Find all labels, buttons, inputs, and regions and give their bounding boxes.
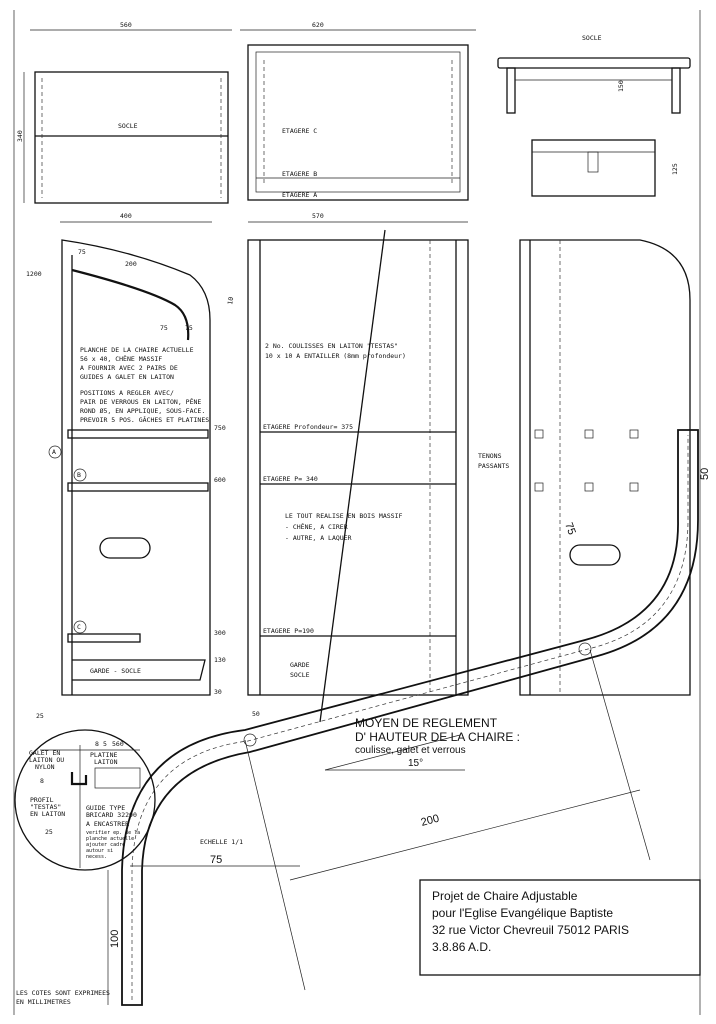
note-material: LE TOUT REALISE EN BOIS MASSIF bbox=[285, 512, 402, 520]
title-line-2: pour l'Eglise Evangélique Baptiste bbox=[432, 906, 613, 920]
svg-text:D' HAUTEUR DE LA CHAIRE :: D' HAUTEUR DE LA CHAIRE : bbox=[355, 730, 520, 744]
level-600: 600 bbox=[214, 476, 226, 484]
mechanism-title: MOYEN DE REGLEMENT bbox=[355, 716, 498, 730]
scale-label: ECHELLE 1/1 bbox=[200, 838, 243, 846]
svg-text:BRICARD 32200: BRICARD 32200 bbox=[86, 811, 137, 819]
dim-620: 620 bbox=[312, 21, 324, 29]
svg-text:A ENCASTRER: A ENCASTRER bbox=[86, 820, 129, 828]
mechanism-subtitle: coulisse, galet et verrous bbox=[355, 745, 466, 756]
dim-1200: 1200 bbox=[26, 270, 42, 278]
dim-150: 150 bbox=[617, 80, 625, 92]
dim-200: 200 bbox=[420, 813, 441, 829]
svg-text:PASSANTS: PASSANTS bbox=[478, 462, 509, 470]
shelf-label-375: ETAGERE Profondeur= 375 bbox=[263, 423, 353, 431]
note-planche: PLANCHE DE LA CHAIRE ACTUELLE bbox=[80, 346, 194, 354]
svg-text:LAITON OU: LAITON OU bbox=[29, 756, 64, 764]
marker-b: B bbox=[77, 471, 81, 479]
dim-75-a: 75 bbox=[562, 521, 577, 537]
svg-text:LAITON: LAITON bbox=[94, 758, 118, 766]
svg-text:PAIR DE VERROUS EN LAITON, PÊ: PAIR DE VERROUS EN LAITON, PÊNE bbox=[80, 397, 201, 406]
svg-text:5: 5 bbox=[103, 740, 107, 748]
svg-text:560: 560 bbox=[112, 740, 124, 748]
level-130: 130 bbox=[214, 656, 226, 664]
svg-text:75: 75 bbox=[160, 324, 168, 332]
etagere-b-label: ETAGERE B bbox=[282, 170, 317, 178]
footnote-units: LES COTES SONT EXPRIMEES bbox=[16, 989, 110, 997]
dim-75-b: 75 bbox=[210, 854, 222, 866]
svg-text:A FOURNIR AVEC 2 PAIRS DE: A FOURNIR AVEC 2 PAIRS DE bbox=[80, 364, 178, 372]
svg-text:EN LAITON: EN LAITON bbox=[30, 810, 65, 818]
socle-elevation: SOCLE 150 125 bbox=[497, 34, 691, 197]
svg-text:GUIDES A GALET EN LAITON: GUIDES A GALET EN LAITON bbox=[80, 373, 174, 381]
tenons-label: TENONS bbox=[478, 452, 502, 460]
svg-text:8: 8 bbox=[95, 740, 99, 748]
section-line bbox=[319, 229, 386, 723]
svg-text:verifier ep. de la: verifier ep. de la bbox=[86, 830, 140, 836]
side-view: 400 1200 75 200 75 75 10 PLANCHE DE LA C… bbox=[26, 212, 235, 720]
svg-text:NYLON: NYLON bbox=[35, 763, 55, 771]
svg-text:ajouter cadre: ajouter cadre bbox=[86, 842, 125, 848]
level-750: 750 bbox=[214, 424, 226, 432]
detail-circle: 8 5 560 8 25 GALET EN LAITON OU NYLON PL… bbox=[14, 729, 156, 871]
level-300: 300 bbox=[214, 629, 226, 637]
svg-text:75: 75 bbox=[185, 324, 193, 332]
svg-text:75: 75 bbox=[78, 248, 86, 256]
dim-100: 100 bbox=[109, 930, 121, 948]
etagere-c-label: ETAGERE C bbox=[282, 127, 317, 135]
svg-text:autour si: autour si bbox=[86, 848, 113, 854]
svg-text:200: 200 bbox=[125, 260, 137, 268]
svg-text:PROFIL: PROFIL bbox=[30, 796, 54, 804]
title-line-3: 32 rue Victor Chevreuil 75012 PARIS bbox=[432, 923, 629, 937]
front-view: 570 2 No. COULISSES EN LAITON "TESTAS" 1… bbox=[214, 212, 469, 723]
svg-text:PREVOIR 5 POS. GÂCHES ET PLATI: PREVOIR 5 POS. GÂCHES ET PLATINES bbox=[80, 415, 209, 424]
svg-text:56 x 40, CHÊNE MASSIF: 56 x 40, CHÊNE MASSIF bbox=[80, 354, 162, 363]
svg-text:8: 8 bbox=[40, 777, 44, 785]
svg-text:GALET EN: GALET EN bbox=[29, 749, 60, 757]
dim-340: 340 bbox=[16, 130, 24, 142]
svg-text:"TESTAS": "TESTAS" bbox=[30, 803, 61, 811]
etagere-a-label: ETAGERE A bbox=[282, 191, 317, 199]
svg-text:PLATINE: PLATINE bbox=[90, 751, 117, 759]
rail-mechanism: 50 75 200 75 100 MOYEN DE REGLEMENT D' H… bbox=[107, 429, 711, 1006]
svg-text:ROND Ø5, EN APPLIQUE, SOUS-FAC: ROND Ø5, EN APPLIQUE, SOUS-FACE. bbox=[80, 407, 205, 415]
svg-text:EN MILLIMETRES: EN MILLIMETRES bbox=[16, 998, 71, 1006]
dim-400: 400 bbox=[120, 212, 132, 220]
svg-text:- CHÊNE, A CIRER: - CHÊNE, A CIRER bbox=[285, 522, 348, 531]
garde-socle-side: GARDE - SOCLE bbox=[90, 667, 141, 675]
title-line-1: Projet de Chaire Adjustable bbox=[432, 889, 578, 903]
right-side-view: TENONS PASSANTS bbox=[478, 239, 691, 696]
angle-15: 15° bbox=[408, 758, 423, 769]
dim-125: 125 bbox=[671, 163, 679, 175]
note-positions: POSITIONS A REGLER AVEC/ bbox=[80, 389, 174, 397]
svg-text:10 x 10 A ENTAILLER (8mm pr: 10 x 10 A ENTAILLER (8mm profondeur) bbox=[265, 352, 406, 360]
svg-text:SOCLE: SOCLE bbox=[290, 671, 310, 679]
marker-c: C bbox=[77, 623, 81, 631]
title-date: 3.8.86 A.D. bbox=[432, 940, 491, 954]
socle-plan-view: 560 SOCLE 340 bbox=[16, 21, 232, 204]
marker-a: A bbox=[52, 448, 56, 456]
svg-text:25: 25 bbox=[45, 828, 53, 836]
socle-label: SOCLE bbox=[118, 122, 138, 130]
svg-text:necess.: necess. bbox=[86, 854, 107, 860]
top-plan-view: 620 ETAGERE C ETAGERE B ETAGERE A bbox=[240, 21, 476, 201]
svg-text:25: 25 bbox=[36, 712, 44, 720]
dim-570: 570 bbox=[312, 212, 324, 220]
note-coulisses: 2 No. COULISSES EN LAITON "TESTAS" bbox=[265, 342, 398, 350]
socle-elevation-label: SOCLE bbox=[582, 34, 602, 42]
shelf-label-340: ETAGERE P= 340 bbox=[263, 475, 318, 483]
shelf-label-190: ETAGERE P=190 bbox=[263, 627, 314, 635]
svg-text:50: 50 bbox=[252, 710, 260, 718]
dim-50: 50 bbox=[699, 468, 711, 480]
svg-text:- AUTRE, A LAQUER: - AUTRE, A LAQUER bbox=[285, 534, 352, 542]
svg-text:10: 10 bbox=[226, 296, 235, 305]
title-block: Projet de Chaire Adjustable pour l'Eglis… bbox=[419, 879, 701, 976]
garde-socle-front: GARDE bbox=[290, 661, 310, 669]
svg-text:GUIDE TYPE: GUIDE TYPE bbox=[86, 804, 125, 812]
dim-560: 560 bbox=[120, 21, 132, 29]
level-30: 30 bbox=[214, 688, 222, 696]
svg-text:planche actuelle: planche actuelle bbox=[86, 836, 134, 842]
